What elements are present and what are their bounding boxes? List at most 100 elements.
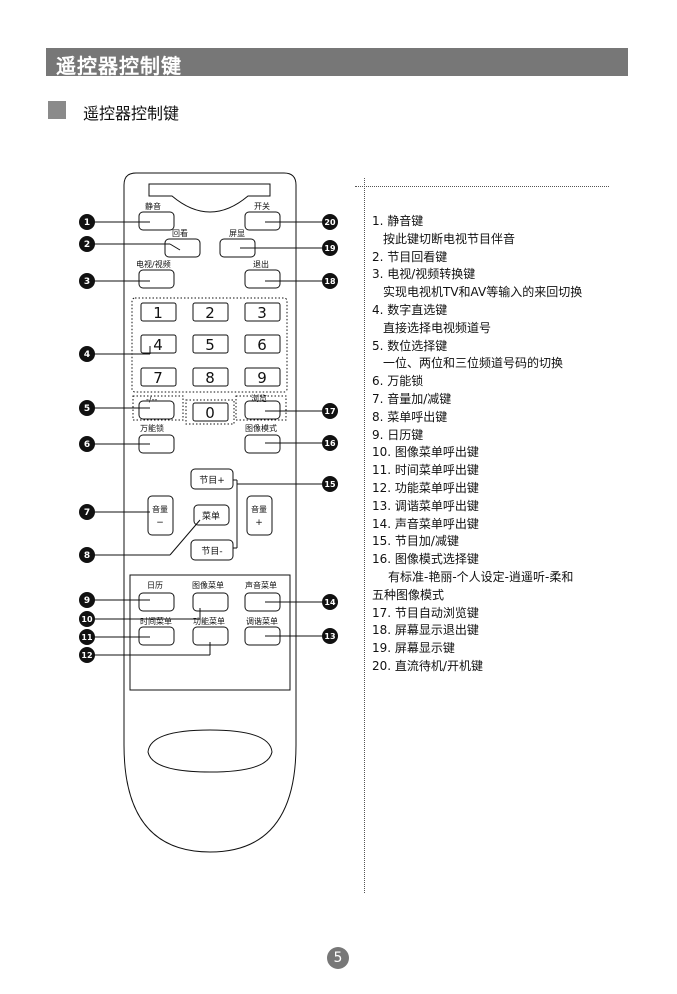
desc-line: 18. 屏幕显示退出键 <box>372 623 479 638</box>
desc-line: 12. 功能菜单呼出键 <box>372 480 479 495</box>
label-vol-minus: 音量 <box>152 504 168 514</box>
volume-down-button[interactable] <box>147 495 174 536</box>
callout-9: 9 <box>84 596 90 606</box>
callout-4: 4 <box>84 350 90 360</box>
power-button[interactable] <box>244 211 281 231</box>
leader-lines <box>94 221 322 656</box>
callout-10: 10 <box>81 615 93 624</box>
digit-pad-frame <box>131 297 288 393</box>
callout-7-circle <box>79 504 95 520</box>
description-divider-h <box>355 186 609 187</box>
callout-7: 7 <box>84 508 90 518</box>
digit-6-button[interactable] <box>244 334 281 354</box>
digit-3-label: 3 <box>257 304 267 322</box>
desc-line: 9. 日历键 <box>372 427 424 442</box>
volume-up-button[interactable] <box>246 495 273 536</box>
callout-11-circle <box>79 629 95 645</box>
digit-4-button[interactable] <box>140 334 177 354</box>
exit-button[interactable] <box>244 269 281 289</box>
callout-14: 14 <box>324 598 336 607</box>
desc-line: 1. 静音键 <box>372 214 424 228</box>
desc-line: 11. 时间菜单呼出键 <box>372 463 479 478</box>
label-picture-menu: 图像菜单 <box>192 580 224 590</box>
desc-line: 20. 直流待机/开机键 <box>372 658 483 673</box>
time-menu-button[interactable] <box>138 626 175 646</box>
section-title: 遥控器控制键 <box>83 104 180 123</box>
header-bar: 遥控器控制键 <box>46 48 628 78</box>
channel-up-button[interactable] <box>190 468 234 490</box>
browse-button[interactable] <box>244 400 281 420</box>
digit-1-button[interactable] <box>140 302 177 322</box>
recall-button[interactable] <box>164 238 201 258</box>
desc-line: 2. 节目回看键 <box>372 249 448 264</box>
digit-1-label: 1 <box>153 304 163 322</box>
callout-6: 6 <box>84 440 90 450</box>
digit-switch-button[interactable] <box>138 400 175 420</box>
digit-0-frame <box>185 399 235 425</box>
desc-line: 按此键切断电视节目伴音 <box>383 231 516 246</box>
callout-6-circle <box>79 436 95 452</box>
callout-18-circle <box>322 273 338 289</box>
digit-8-label: 8 <box>205 369 215 387</box>
callout-19: 19 <box>324 244 336 253</box>
calendar-button[interactable] <box>138 592 175 612</box>
header-title: 遥控器控制键 <box>56 54 182 78</box>
desc-line: 16. 图像模式选择键 <box>372 552 479 567</box>
desc-line: 直接选择电视频道号 <box>383 320 492 335</box>
desc-line: 10. 图像菜单呼出键 <box>372 445 479 460</box>
callout-15-circle <box>322 476 338 492</box>
desc-line: 5. 数位选择键 <box>372 338 448 353</box>
digit-switch-frame <box>132 395 184 421</box>
callout-5-circle <box>79 400 95 416</box>
tv-av-button[interactable] <box>138 269 175 289</box>
callout-3: 3 <box>84 277 90 287</box>
digit-9-button[interactable] <box>244 367 281 387</box>
digit-5-button[interactable] <box>192 334 229 354</box>
label-menu: 菜单 <box>202 510 220 522</box>
digit-7-label: 7 <box>153 369 163 387</box>
digit-4-label: 4 <box>153 336 163 354</box>
digit-5-label: 5 <box>205 336 215 354</box>
callout-13-circle <box>322 628 338 644</box>
label-browse: 浏览 <box>251 393 267 403</box>
label-time-menu: 时间菜单 <box>140 616 172 626</box>
picture-menu-button[interactable] <box>192 592 229 612</box>
digit-0-button[interactable] <box>192 402 229 422</box>
label-tv-av: 电视/视频 <box>136 259 171 269</box>
digit-buttons: 1 2 3 4 5 6 7 8 9 <box>140 302 281 387</box>
picture-mode-button[interactable] <box>244 434 281 454</box>
callout-19-circle <box>322 240 338 256</box>
remote-body <box>123 172 297 853</box>
label-picture-mode: 图像模式 <box>245 423 277 433</box>
callout-17: 17 <box>324 407 335 416</box>
desc-line: 6. 万能锁 <box>372 374 424 389</box>
page-number: 5 <box>327 947 349 969</box>
callout-20: 20 <box>324 218 336 227</box>
desc-line: 17. 节目自动浏览键 <box>372 605 479 620</box>
menu-button[interactable] <box>193 504 230 526</box>
label-mute: 静音 <box>145 201 161 211</box>
channel-down-button[interactable] <box>190 539 234 561</box>
label-ch-down: 节目- <box>201 546 222 557</box>
description-divider-v <box>364 178 365 893</box>
menu-panel <box>129 574 291 691</box>
desc-line: 19. 屏幕显示键 <box>372 641 455 656</box>
callout-8: 8 <box>84 551 90 561</box>
callout-1-circle <box>79 214 95 230</box>
digit-7-button[interactable] <box>140 367 177 387</box>
section-marker <box>48 101 66 119</box>
callout-13: 13 <box>324 632 335 641</box>
callout-5: 5 <box>84 404 90 414</box>
grip-area <box>147 729 273 773</box>
desc-line: 7. 音量加/减键 <box>372 391 452 406</box>
digit-2-label: 2 <box>205 304 215 322</box>
label-ch-up: 节目+ <box>199 475 225 486</box>
digit-6-label: 6 <box>257 336 267 354</box>
mute-button[interactable] <box>138 211 175 231</box>
digit-8-button[interactable] <box>192 367 229 387</box>
label-calendar: 日历 <box>147 581 163 590</box>
digit-3-button[interactable] <box>244 302 281 322</box>
callout-2: 2 <box>84 240 90 250</box>
digit-2-button[interactable] <box>192 302 229 322</box>
